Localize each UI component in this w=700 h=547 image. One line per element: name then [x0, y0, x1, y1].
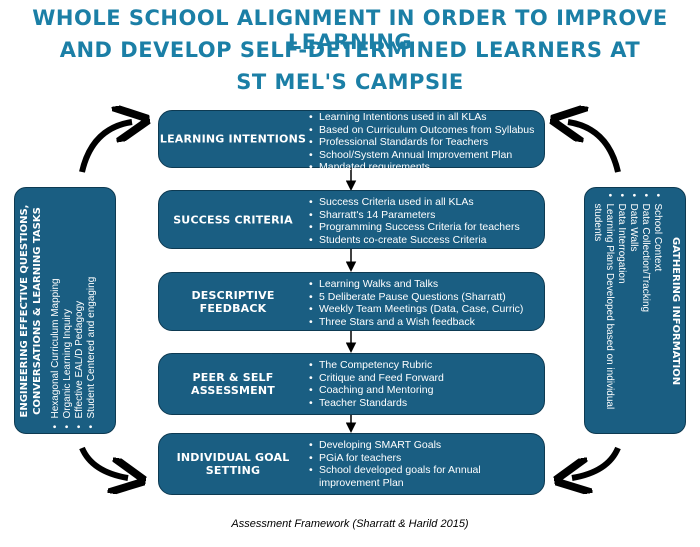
right-panel-items: School Context Data Collection/Tracking … — [591, 193, 663, 428]
list-item: PGiA for teachers — [309, 452, 540, 465]
list-item: Student Centered and engaging — [86, 193, 98, 428]
list-item: Three Stars and a Wish feedback — [309, 316, 540, 329]
curved-arrow-bottom-left — [79, 446, 128, 478]
left-panel-title-2: CONVERSATIONS & LEARNING TASKS — [32, 206, 43, 415]
box-label: DESCRIPTIVE FEEDBACK — [191, 288, 275, 315]
list-item: Hexagonal Curriculum Mapping — [50, 193, 62, 428]
left-panel-content: ENGINEERING EFFECTIVE QUESTIONS, CONVERS… — [15, 188, 115, 433]
box-label: PEER & SELF ASSESSMENT — [191, 371, 275, 397]
list-item: Learning Walks and Talks — [309, 278, 540, 291]
box-peer-self-assessment: PEER & SELF ASSESSMENT The Competency Ru… — [158, 353, 545, 415]
list-item: Developing SMART Goals — [309, 439, 540, 452]
curved-arrow-top-left — [79, 122, 132, 173]
title-line-1: WHOLE SCHOOL ALIGNMENT IN ORDER TO IMPRO… — [32, 6, 668, 54]
list-item: Mandated requirements — [309, 161, 540, 174]
box-individual-goal-setting: INDIVIDUAL GOAL SETTING Developing SMART… — [158, 433, 545, 495]
list-item: Organic Learning Inquiry — [62, 193, 74, 428]
list-item: Learning Intentions used in all KLAs — [309, 111, 540, 124]
list-item: Data Interrogation — [615, 193, 627, 428]
left-panel-items: Hexagonal Curriculum Mapping Organic Lea… — [50, 193, 98, 428]
list-item: School/System Annual Improvement Plan — [309, 149, 540, 162]
list-item: Professional Standards for Teachers — [309, 136, 540, 149]
title-line-2: AND DEVELOP SELF-DETERMINED LEARNERS AT — [59, 38, 641, 62]
list-item: Data Collection/Tracking — [639, 193, 651, 428]
box-items: Learning Intentions used in all KLAs Bas… — [309, 111, 540, 174]
title-line-3: ST MEL'S CAMPSIE — [236, 70, 464, 94]
box-success-criteria: SUCCESS CRITERIA Success Criteria used i… — [158, 190, 545, 249]
right-panel: GATHERING INFORMATION School Context Dat… — [584, 187, 686, 434]
box-items: Learning Walks and Talks 5 Deliberate Pa… — [309, 278, 540, 328]
list-item: Success Criteria used in all KLAs — [309, 196, 540, 209]
list-item: Sharratt's 14 Parameters — [309, 209, 540, 222]
box-learning-intentions: LEARNING INTENTIONS Learning Intentions … — [158, 110, 545, 173]
list-item: Learning Plans Developed based on indivi… — [591, 193, 615, 428]
list-item: The Competency Rubric — [309, 359, 540, 372]
right-panel-content: GATHERING INFORMATION School Context Dat… — [585, 188, 685, 433]
list-item: Teacher Standards — [309, 397, 540, 410]
list-item: Data Walls — [627, 193, 639, 428]
curved-arrow-top-right — [568, 122, 621, 173]
box-label: SUCCESS CRITERIA — [173, 213, 293, 226]
box-items: The Competency Rubric Critique and Feed … — [309, 359, 540, 409]
list-item: School Context — [651, 193, 663, 428]
list-item: Students co-create Success Criteria — [309, 234, 540, 247]
left-panel: ENGINEERING EFFECTIVE QUESTIONS, CONVERS… — [14, 187, 116, 434]
list-item: School developed goals for Annual improv… — [309, 464, 540, 489]
box-items: Developing SMART Goals PGiA for teachers… — [309, 439, 540, 489]
list-item: 5 Deliberate Pause Questions (Sharratt) — [309, 291, 540, 304]
box-label: INDIVIDUAL GOAL SETTING — [176, 451, 290, 477]
curved-arrow-bottom-right — [572, 446, 621, 478]
list-item: Effective EAL/D Pedagogy — [74, 193, 86, 428]
box-label: LEARNING INTENTIONS — [159, 132, 307, 146]
right-panel-title: GATHERING INFORMATION — [670, 236, 681, 385]
left-panel-title-1: ENGINEERING EFFECTIVE QUESTIONS, — [19, 204, 30, 417]
list-item: Critique and Feed Forward — [309, 372, 540, 385]
list-item: Based on Curriculum Outcomes from Syllab… — [309, 124, 540, 137]
list-item: Coaching and Mentoring — [309, 384, 540, 397]
box-items: Success Criteria used in all KLAs Sharra… — [309, 196, 540, 246]
box-descriptive-feedback: DESCRIPTIVE FEEDBACK Learning Walks and … — [158, 272, 545, 331]
list-item: Programming Success Criteria for teacher… — [309, 221, 540, 234]
caption: Assessment Framework (Sharratt & Harild … — [231, 518, 469, 530]
list-item: Weekly Team Meetings (Data, Case, Curric… — [309, 303, 540, 316]
